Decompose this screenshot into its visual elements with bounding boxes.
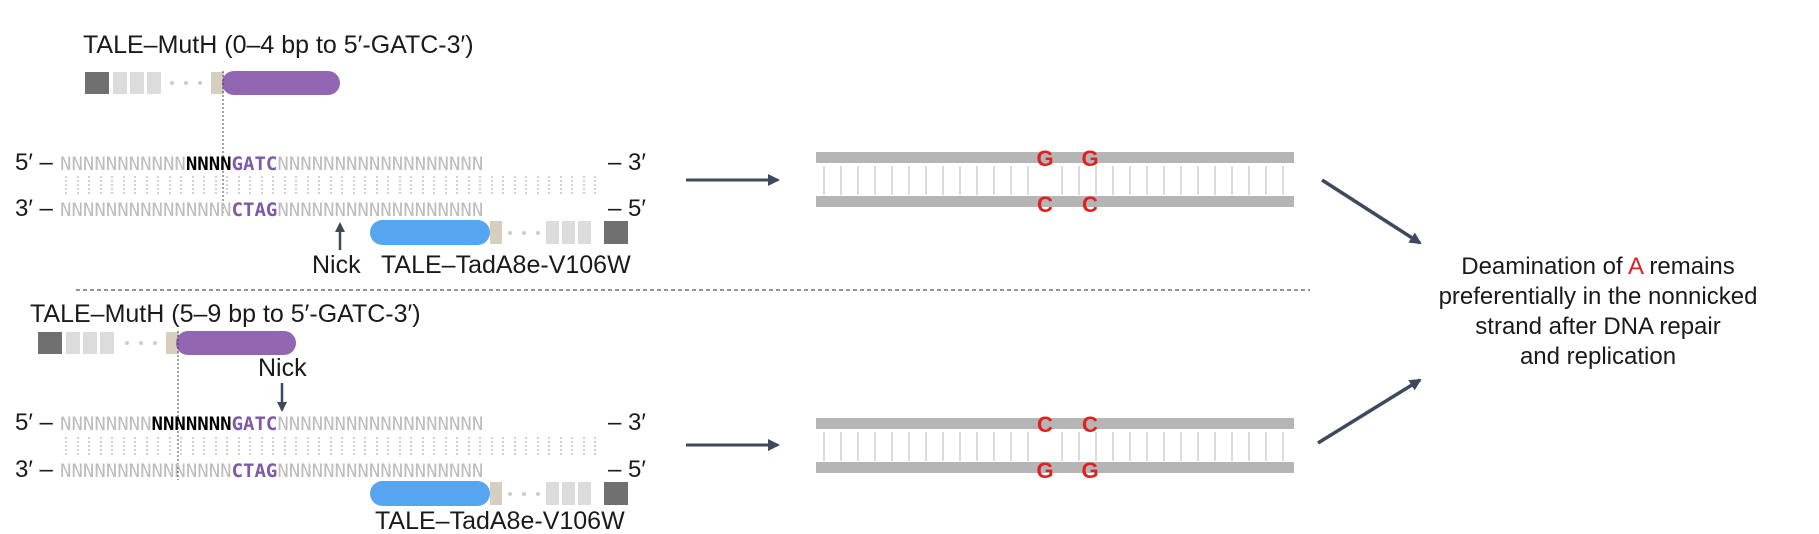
seq-black: NNNN [186, 153, 232, 175]
conclusion-line-1-pre: Deamination of [1461, 253, 1628, 280]
tale-tadA-bottom-protein [370, 481, 628, 506]
conclusion-highlight: A [1628, 253, 1644, 280]
three-prime-bottom-left: 3′ – [15, 456, 54, 483]
result-bottom-base-2: C [1082, 412, 1098, 437]
seq-gray: NNNNNNNNNNNNNNN [60, 460, 232, 482]
seq-bottom-upper: NNNNNNNNNNNNNNNGATCNNNNNNNNNNNNNNNNNN [60, 413, 483, 435]
three-prime-top-left: 3′ – [15, 195, 54, 222]
motif-ctag: CTAG [232, 460, 278, 482]
result-bottom-base-4: G [1081, 458, 1098, 483]
nick-label-bottom: Nick [258, 354, 307, 382]
result-top-base-2: G [1081, 146, 1098, 171]
seq-tail: NNNNNNNNNNNNNNNNNN [277, 199, 483, 221]
conclusion-line-2: preferentially in the nonnicked [1439, 283, 1758, 310]
arrow-converge-top [1321, 178, 1422, 245]
seq-top-lower: NNNNNNNNNNNNNNNCTAGNNNNNNNNNNNNNNNNNN [60, 199, 483, 221]
tale-mutH-top-protein [85, 71, 340, 95]
conclusion-text: Deamination of A remains preferentially … [1439, 253, 1758, 370]
seq-tail: NNNNNNNNNNNNNNNNNN [277, 413, 483, 435]
seq-gray: NNNNNNNNNNNNNNN [60, 199, 232, 221]
result-dna-top: G G C C [816, 146, 1294, 217]
tada-label-bottom: TALE–TadA8e-V106W [375, 507, 625, 534]
seq-gray: NNNNNNNNNNN [60, 153, 186, 175]
tale-tadA-top-protein [370, 220, 628, 245]
three-prime-bottom-right: – 3′ [608, 409, 646, 436]
nick-label-top: Nick [312, 251, 361, 279]
five-prime-bottom-left: 5′ – [15, 409, 54, 436]
seq-bottom-lower: NNNNNNNNNNNNNNNCTAGNNNNNNNNNNNNNNNNNN [60, 460, 483, 482]
seq-tail: NNNNNNNNNNNNNNNNNN [277, 153, 483, 175]
tadA-domain-top [370, 220, 490, 245]
mutH-domain-bottom [176, 331, 296, 355]
tada-label-top: TALE–TadA8e-V106W [381, 251, 631, 279]
mutH-domain-top [222, 71, 340, 95]
conclusion-line-3: strand after DNA repair [1475, 313, 1720, 340]
seq-black: NNNNNNN [152, 413, 232, 435]
motif-gatc: GATC [232, 153, 278, 175]
conclusion-line-4: and replication [1520, 343, 1676, 370]
conclusion-line-1: Deamination of A remains [1461, 253, 1735, 280]
result-top-base-1: G [1036, 146, 1053, 171]
mutH-top-label: TALE–MutH (0–4 bp to 5′-GATC-3′) [83, 31, 474, 59]
five-prime-bottom-right: – 5′ [608, 456, 646, 483]
tadA-domain-bottom [370, 481, 490, 506]
result-top-base-3: C [1037, 192, 1053, 217]
result-bottom-base-1: C [1037, 412, 1053, 437]
conclusion-line-1-post: remains [1643, 253, 1735, 280]
five-prime-top-left: 5′ – [15, 149, 54, 176]
base-pair-ticks-top [65, 176, 596, 194]
seq-top-upper: NNNNNNNNNNNNNNNGATCNNNNNNNNNNNNNNNNNN [60, 153, 483, 175]
five-prime-top-right: – 5′ [608, 195, 646, 222]
tale-mutH-bottom-protein [38, 331, 296, 355]
seq-gray: NNNNNNNN [60, 413, 152, 435]
result-bottom-base-3: G [1036, 458, 1053, 483]
result-dna-bottom: C C G G [816, 412, 1294, 483]
motif-gatc: GATC [232, 413, 278, 435]
arrow-converge-bottom [1317, 378, 1422, 445]
three-prime-top-right: – 3′ [608, 149, 646, 176]
motif-ctag: CTAG [232, 199, 278, 221]
result-top-base-4: C [1082, 192, 1098, 217]
base-pair-ticks-bottom [65, 437, 596, 455]
mutH-bottom-label: TALE–MutH (5–9 bp to 5′-GATC-3′) [30, 300, 421, 328]
seq-tail: NNNNNNNNNNNNNNNNNN [277, 460, 483, 482]
